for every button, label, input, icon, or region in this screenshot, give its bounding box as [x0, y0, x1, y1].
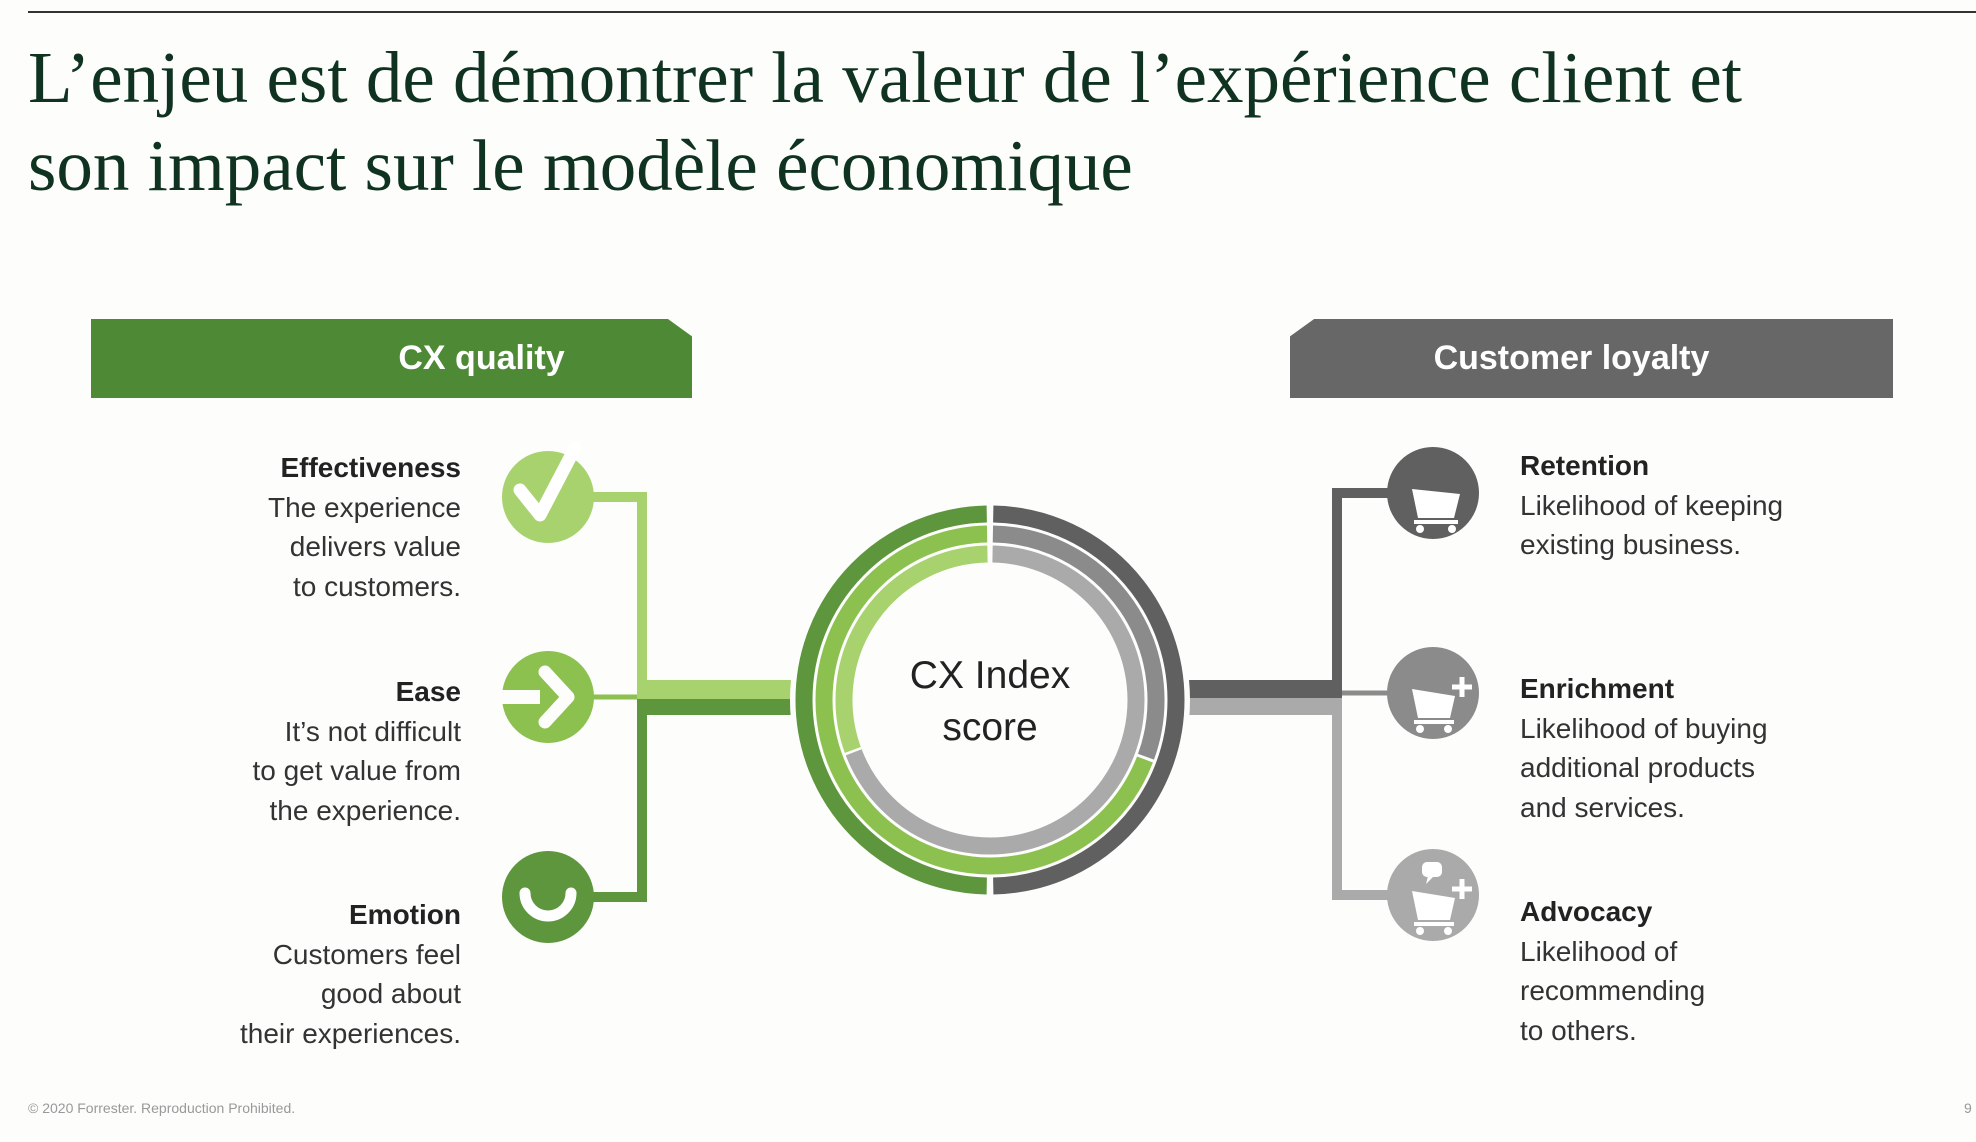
effectiveness-text: Effectiveness The experience delivers va…	[268, 448, 461, 606]
description-line: to customers.	[292, 570, 461, 602]
trunk-dark	[1180, 680, 1342, 698]
connector-retention	[1332, 488, 1395, 697]
description-line: good about	[320, 978, 461, 1009]
connector-advocacy	[1332, 697, 1395, 900]
outer-ring-green	[795, 505, 987, 895]
customer-loyalty-banner: Customer loyalty	[1290, 319, 1893, 398]
description-line: The experience	[267, 491, 461, 523]
smile-icon	[502, 851, 594, 943]
checkmark-icon	[502, 441, 594, 543]
description-line: Likelihood of buying	[1520, 712, 1768, 744]
description-line: Likelihood of keeping	[1520, 489, 1784, 521]
description-line: their experiences.	[239, 1017, 461, 1049]
right-connectors	[1180, 488, 1395, 900]
middle-ring-green	[815, 525, 1153, 875]
description-line: Likelihood of	[1520, 935, 1678, 967]
description-line: existing business.	[1520, 529, 1742, 560]
description-line: recommending	[1520, 975, 1706, 1006]
inner-ring-green	[835, 545, 988, 753]
retention-text: Retention Likelihood of keeping existing…	[1520, 446, 1783, 565]
banner-label: CX quality	[398, 339, 565, 377]
ease-text: Ease It’s not difficult to get value fro…	[252, 672, 461, 830]
page-number: 9	[1964, 1100, 1972, 1116]
outer-ring-gray	[993, 505, 1185, 895]
center-line-1: CX Index	[909, 654, 1071, 697]
trunk-light	[637, 680, 802, 699]
page-title: L’enjeu est de démontrer la valeur de l’…	[28, 34, 1742, 210]
retention-heading: Retention	[1520, 450, 1650, 481]
enrichment-heading: Enrichment	[1520, 673, 1675, 704]
description-line: delivers value	[289, 531, 461, 562]
advocacy-text: Advocacy Likelihood of recommending to o…	[1520, 892, 1705, 1050]
inner-ring-gray	[845, 545, 1145, 855]
description-line: to others.	[1520, 1014, 1637, 1046]
cx-index-label: CX Index score	[870, 650, 1110, 754]
center-line-2: score	[942, 706, 1038, 749]
left-connectors	[590, 492, 802, 902]
enrichment-text: Enrichment Likelihood of buying addition…	[1520, 669, 1768, 827]
banner-label: Customer loyalty	[1433, 339, 1710, 377]
emotion-text: Emotion Customers feel good about their …	[240, 895, 461, 1053]
arrow-right-icon	[500, 651, 594, 743]
emotion-heading: Emotion	[349, 899, 461, 930]
description-line: and services.	[1520, 791, 1685, 823]
top-rule	[28, 11, 1976, 13]
title-line-1: L’enjeu est de démontrer la valeur de l’…	[28, 37, 1743, 118]
trunk-dark	[637, 699, 802, 715]
ease-heading: Ease	[395, 676, 461, 707]
middle-ring-gray	[992, 525, 1165, 760]
description-line: It’s not difficult	[284, 715, 461, 747]
description-line: additional products	[1520, 752, 1756, 783]
connector-emotion	[590, 702, 647, 902]
description-line: the experience.	[269, 794, 461, 826]
effectiveness-heading: Effectiveness	[280, 452, 461, 483]
cart-speech-plus-icon	[1387, 849, 1479, 941]
connector-effectiveness	[590, 492, 647, 702]
cx-index-rings	[795, 505, 1185, 895]
cart-plus-icon	[1387, 647, 1479, 739]
trunk-light	[1180, 698, 1342, 715]
description-line: to get value from	[252, 755, 461, 786]
cart-icon	[1387, 447, 1479, 539]
title-line-2: son impact sur le modèle économique	[28, 125, 1133, 206]
copyright-footer: © 2020 Forrester. Reproduction Prohibite…	[28, 1100, 296, 1116]
description-line: Customers feel	[272, 938, 461, 970]
advocacy-heading: Advocacy	[1520, 896, 1653, 927]
cx-quality-banner: CX quality	[91, 319, 692, 398]
